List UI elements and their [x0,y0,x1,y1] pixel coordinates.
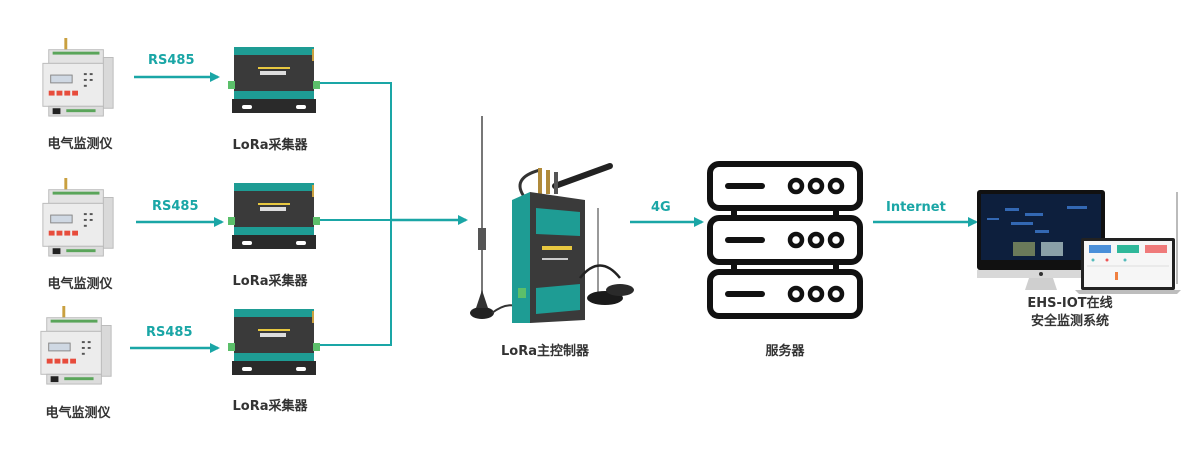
meter-label-3: 电气监测仪 [45,406,111,421]
electric-meter-icon [40,306,112,385]
rs485-label-3: RS485 [146,325,193,340]
electric-meter-icon [42,38,114,117]
platform-label-line2: 安全监测系统 [1030,314,1109,329]
server-rack-icon [707,161,863,319]
desktop-monitor-icon [977,190,1181,294]
meter-label-2: 电气监测仪 [47,277,113,292]
meter-label-1: 电气监测仪 [47,137,113,152]
controller-label: LoRa主控制器 [501,344,589,359]
electric-meter-icon [42,178,114,257]
lora-collector-icon [228,183,320,249]
collector-label-1: LoRa采集器 [232,138,308,153]
internet-label: Internet [886,200,946,215]
collector-bus-line [317,82,392,346]
server-label: 服务器 [765,344,805,359]
lora-collector-icon [228,309,320,375]
lora-gateway-icon [470,116,634,323]
laptop-icon [1075,238,1181,294]
lora-collector-icon [228,47,320,113]
platform-label-line1: EHS-IOT在线 [1027,296,1113,311]
4g-label: 4G [651,200,671,215]
collector-label-2: LoRa采集器 [232,274,308,289]
collector-label-3: LoRa采集器 [232,399,308,414]
rs485-label-1: RS485 [148,53,195,68]
rs485-label-2: RS485 [152,199,199,214]
